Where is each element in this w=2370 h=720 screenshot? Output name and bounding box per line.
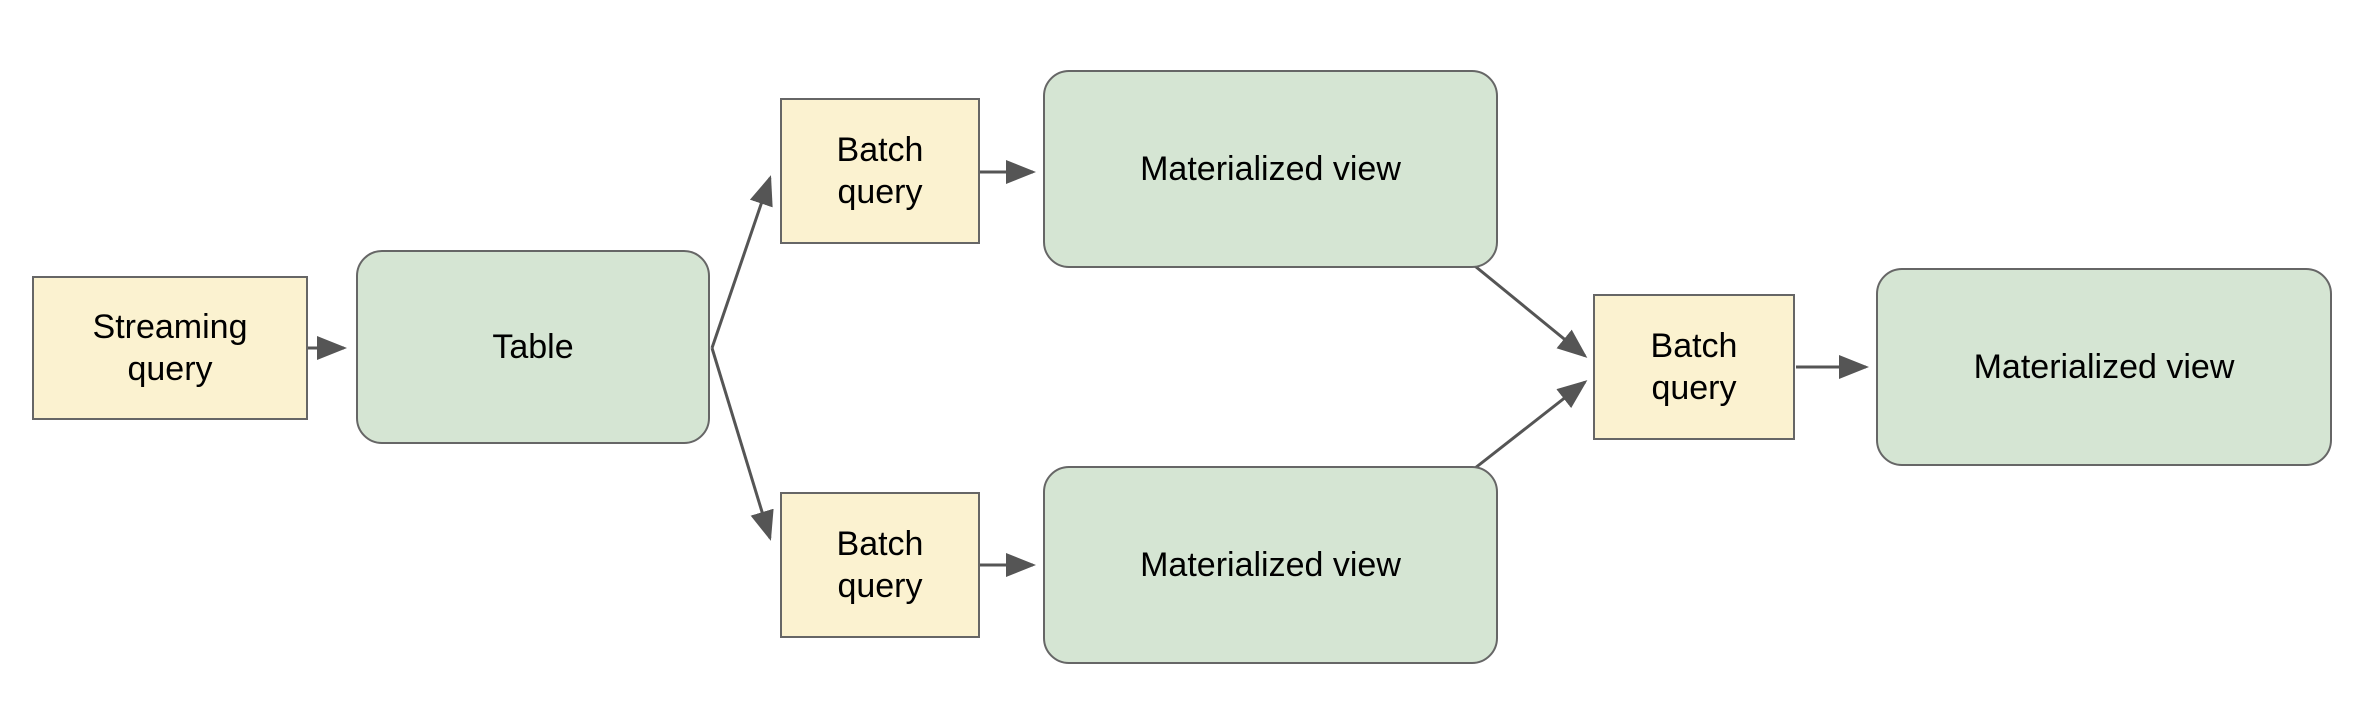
node-batch-query-top-label: Batch query bbox=[836, 130, 924, 212]
node-batch-query-top[interactable]: Batch query bbox=[780, 98, 980, 244]
node-streaming-query[interactable]: Streaming query bbox=[32, 276, 308, 420]
node-batch-query-join[interactable]: Batch query bbox=[1593, 294, 1795, 440]
node-batch-query-bottom[interactable]: Batch query bbox=[780, 492, 980, 638]
node-batch-query-join-label: Batch query bbox=[1650, 326, 1738, 408]
edge-table-to-batch-bottom bbox=[710, 347, 774, 541]
node-streaming-query-label: Streaming query bbox=[92, 307, 248, 389]
edge-mv-bottom-to-batch-join bbox=[1469, 380, 1588, 474]
node-batch-query-bottom-label: Batch query bbox=[836, 524, 924, 606]
node-materialized-view-final[interactable]: Materialized view bbox=[1876, 268, 2332, 466]
node-table[interactable]: Table bbox=[356, 250, 710, 444]
edge-table-to-batch-top bbox=[710, 175, 773, 349]
edge-mv-top-to-batch-join bbox=[1469, 260, 1588, 358]
node-materialized-view-top[interactable]: Materialized view bbox=[1043, 70, 1498, 268]
node-materialized-view-top-label: Materialized view bbox=[1140, 149, 1401, 188]
node-table-label: Table bbox=[492, 327, 574, 366]
node-materialized-view-final-label: Materialized view bbox=[1973, 347, 2235, 386]
node-materialized-view-bottom-label: Materialized view bbox=[1140, 545, 1401, 584]
node-materialized-view-bottom[interactable]: Materialized view bbox=[1043, 466, 1498, 664]
